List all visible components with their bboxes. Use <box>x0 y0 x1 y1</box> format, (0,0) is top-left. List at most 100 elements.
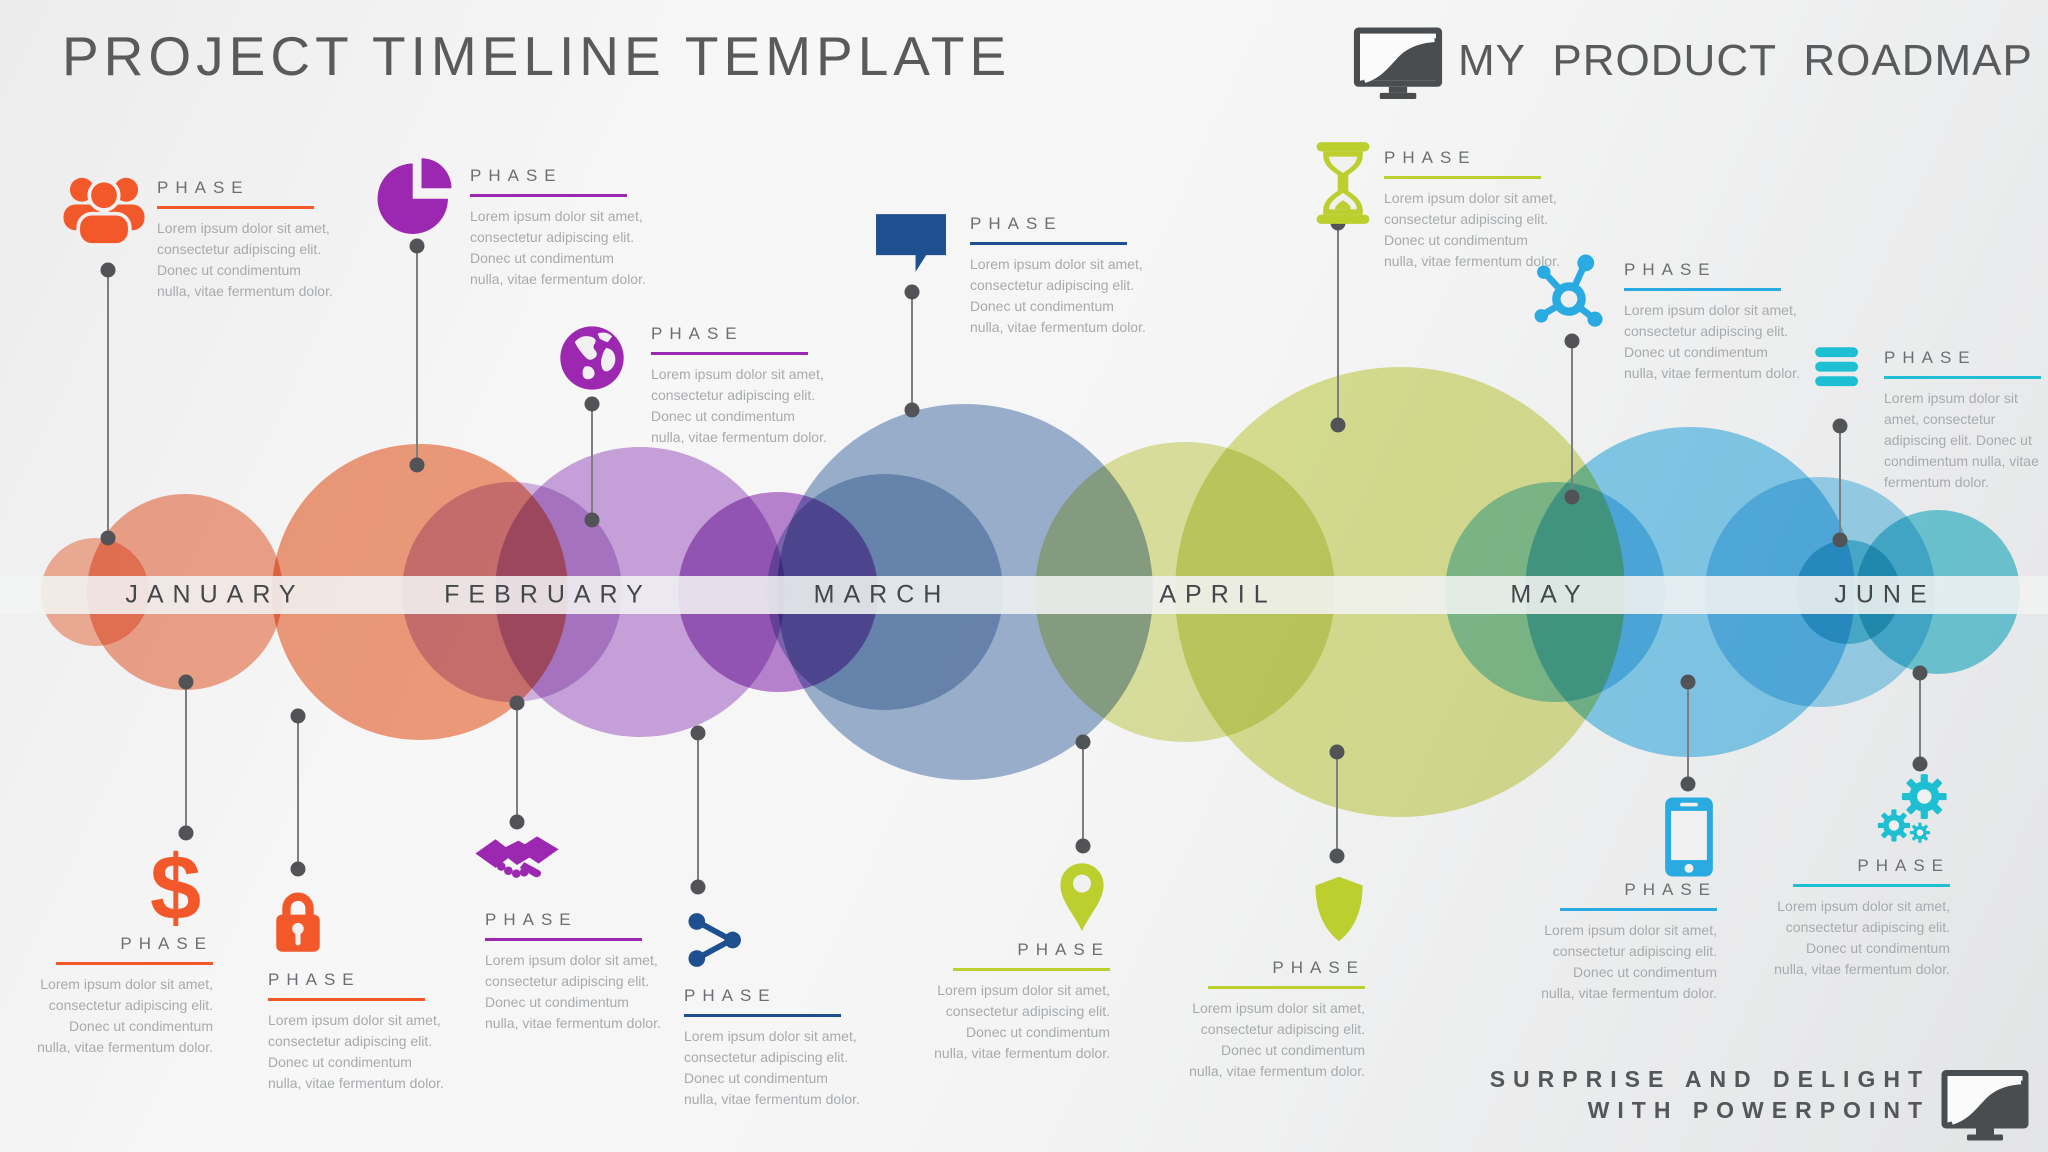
connector-dot <box>1680 674 1696 690</box>
connector-line <box>697 733 699 887</box>
month-may: MAY <box>1510 580 1590 609</box>
connector-dot <box>1912 756 1928 772</box>
connector-dot <box>1564 333 1580 349</box>
phase-label: PHASE <box>485 910 578 929</box>
phase-description: Lorem ipsum dolor sit amet, consectetur … <box>651 366 827 445</box>
month-january: JANUARY <box>125 580 305 609</box>
timeline-band <box>0 576 2048 614</box>
molecule-icon <box>1532 252 1616 336</box>
phase-label: PHASE <box>1272 958 1365 977</box>
list-bars-icon <box>1814 346 1872 388</box>
connector-dot <box>690 879 706 895</box>
phase-description: Lorem ipsum dolor sit amet, consectetur … <box>1384 190 1560 269</box>
month-march: MARCH <box>813 580 951 609</box>
phase-label: PHASE <box>1857 856 1950 875</box>
people-icon <box>58 168 150 252</box>
month-february: FEBRUARY <box>444 580 652 609</box>
connector-dot <box>1075 734 1091 750</box>
footer-tagline: SURPRISE AND DELIGHT WITH POWERPOINT <box>1490 1064 1930 1126</box>
connector-dot <box>1912 665 1928 681</box>
footer-line2: WITH POWERPOINT <box>1587 1097 1930 1124</box>
connector-dot <box>290 708 306 724</box>
connector-line <box>1571 341 1573 497</box>
connector-line <box>1337 223 1339 425</box>
connector-dot <box>1680 776 1696 792</box>
connector-dot <box>584 396 600 412</box>
phase-underline <box>953 968 1110 971</box>
phase-underline <box>485 938 642 941</box>
phase-description: Lorem ipsum dolor sit amet, consectetur … <box>268 1012 444 1091</box>
phase-label: PHASE <box>120 934 213 953</box>
phase-label: PHASE <box>684 986 777 1005</box>
phase-underline <box>970 242 1127 245</box>
hourglass-icon <box>1310 140 1376 226</box>
month-june: JUNE <box>1834 580 1936 609</box>
connector-dot <box>1832 532 1848 548</box>
pie-chart-icon <box>374 153 462 241</box>
phase-label: PHASE <box>1384 148 1477 167</box>
connector-dot <box>690 725 706 741</box>
brand-title: MY PRODUCT ROADMAP <box>1458 36 2033 85</box>
connector-line <box>185 682 187 833</box>
globe-icon <box>556 322 628 394</box>
phase-description: Lorem ipsum dolor sit amet, consectetur … <box>684 1028 860 1107</box>
connector-line <box>1839 426 1841 540</box>
connector-dot <box>1330 417 1346 433</box>
phase-underline <box>1884 376 2041 379</box>
connector-line <box>297 716 299 869</box>
connector-dot <box>904 402 920 418</box>
connector-dot <box>1832 418 1848 434</box>
connector-line <box>591 404 593 520</box>
smartphone-icon <box>1663 796 1715 878</box>
connector-dot <box>100 530 116 546</box>
phase-description: Lorem ipsum dolor sit amet, consectetur … <box>1624 302 1800 381</box>
connector-dot <box>509 695 525 711</box>
phase-underline <box>1208 986 1365 989</box>
handshake-icon <box>474 830 560 890</box>
monitor-road-icon <box>1940 1068 2030 1144</box>
phase-underline <box>651 352 808 355</box>
phase-description: Lorem ipsum dolor sit amet, consectetur … <box>1541 922 1717 1001</box>
connector-dot <box>1329 744 1345 760</box>
connector-line <box>1687 682 1689 784</box>
phase-underline <box>157 206 314 209</box>
connector-line <box>1082 742 1084 846</box>
phase-description: Lorem ipsum dolor sit amet, consectetur … <box>485 952 661 1031</box>
connector-line <box>1336 752 1338 856</box>
connector-dot <box>1075 838 1091 854</box>
phase-label: PHASE <box>470 166 563 185</box>
phase-label: PHASE <box>970 214 1063 233</box>
phase-label: PHASE <box>1884 348 1977 367</box>
shield-icon <box>1308 874 1370 944</box>
share-icon <box>684 908 748 972</box>
phase-label: PHASE <box>1624 260 1717 279</box>
connector-dot <box>290 861 306 877</box>
month-april: APRIL <box>1159 580 1277 609</box>
phase-underline <box>470 194 627 197</box>
phase-label: PHASE <box>268 970 361 989</box>
phase-description: Lorem ipsum dolor sit amet, consectetur … <box>934 982 1110 1061</box>
connector-line <box>516 703 518 822</box>
phase-description: Lorem ipsum dolor sit amet, consectetur … <box>157 220 333 299</box>
phase-description: Lorem ipsum dolor sit amet, consectetur … <box>1189 1000 1365 1079</box>
connector-dot <box>178 674 194 690</box>
connector-dot <box>1329 848 1345 864</box>
connector-dot <box>584 512 600 528</box>
connector-dot <box>904 284 920 300</box>
phase-description: Lorem ipsum dolor sit amet, consectetur … <box>1884 390 2039 490</box>
phase-underline <box>1560 908 1717 911</box>
phase-underline <box>1793 884 1950 887</box>
gears-icon <box>1872 772 1952 850</box>
speech-bubble-icon <box>873 210 949 276</box>
page-title: PROJECT TIMELINE TEMPLATE <box>62 25 1012 87</box>
phase-description: Lorem ipsum dolor sit amet, consectetur … <box>37 976 213 1055</box>
footer-line1: SURPRISE AND DELIGHT <box>1489 1066 1930 1092</box>
phase-label: PHASE <box>651 324 744 343</box>
dollar-icon: $ <box>150 837 202 939</box>
lock-icon <box>266 886 330 956</box>
connector-dot <box>100 262 116 278</box>
phase-underline <box>56 962 213 965</box>
connector-dot <box>1564 489 1580 505</box>
phase-label: PHASE <box>1624 880 1717 899</box>
